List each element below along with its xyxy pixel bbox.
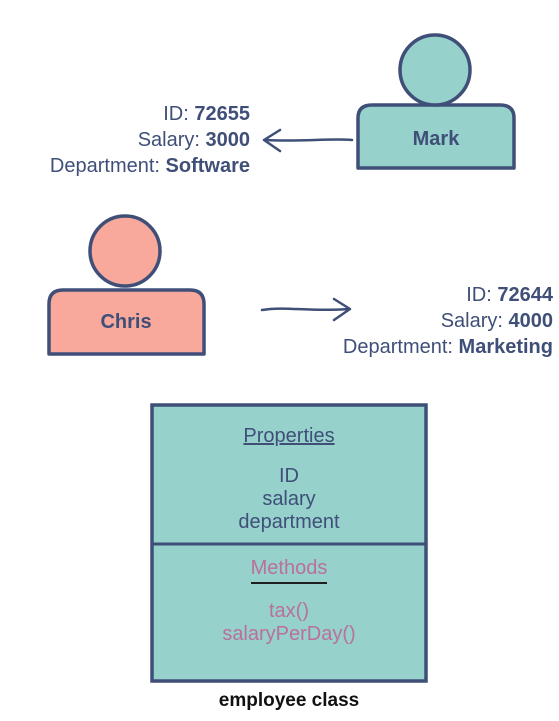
- chris-info: ID: 72644 Salary: 4000 Department: Marke…: [300, 282, 553, 360]
- chris-id-value: 72644: [497, 284, 553, 306]
- mark-name: Mark: [412, 128, 460, 150]
- mark-department-label: Department:: [49, 155, 166, 177]
- properties-title: Properties: [243, 425, 335, 447]
- chris-id-label: ID:: [466, 284, 498, 306]
- methods-title: Methods: [250, 557, 328, 584]
- mark-id-value: 72655: [194, 103, 250, 125]
- mark-figure: [356, 33, 516, 170]
- mark-body: [356, 103, 516, 170]
- mark-salary-label: Salary:: [137, 129, 206, 151]
- mark-department-value: Software: [165, 155, 250, 177]
- class-caption: employee class: [218, 690, 360, 711]
- chris-salary-value: 4000: [508, 310, 554, 332]
- chris-name: Chris: [100, 311, 152, 333]
- chris-department-value: Marketing: [458, 336, 553, 358]
- property-item: department: [238, 511, 340, 533]
- mark-info: ID: 72655 Salary: 3000 Department: Softw…: [0, 101, 250, 179]
- chris-id-row: ID: 72644: [300, 282, 553, 308]
- property-item: ID: [279, 465, 299, 487]
- mark-salary-row: Salary: 3000: [0, 127, 250, 153]
- mark-salary-value: 3000: [205, 129, 251, 151]
- class-box-shape: [150, 403, 428, 683]
- mark-id-row: ID: 72655: [0, 101, 250, 127]
- properties-list: ID salary department: [152, 465, 426, 534]
- mark-department-row: Department: Software: [0, 153, 250, 179]
- mark-id-label: ID:: [163, 103, 195, 125]
- employee-class-box: Properties ID salary department Methods …: [152, 405, 426, 681]
- chris-department-label: Department:: [342, 336, 459, 358]
- methods-list: tax() salaryPerDay(): [152, 600, 426, 646]
- chris-head: [88, 214, 162, 288]
- chris-salary-row: Salary: 4000: [300, 308, 553, 334]
- chris-salary-label: Salary:: [440, 310, 509, 332]
- arrow-left: [262, 128, 354, 153]
- methods-title-wrap: Methods: [152, 557, 426, 584]
- arrow-right: [260, 297, 352, 322]
- property-item: salary: [262, 488, 316, 510]
- method-item: salaryPerDay(): [222, 623, 356, 645]
- method-item: tax(): [269, 600, 309, 622]
- chris-figure: [47, 214, 206, 356]
- chris-department-row: Department: Marketing: [300, 334, 553, 360]
- chris-body: [47, 288, 206, 356]
- mark-head: [398, 33, 472, 107]
